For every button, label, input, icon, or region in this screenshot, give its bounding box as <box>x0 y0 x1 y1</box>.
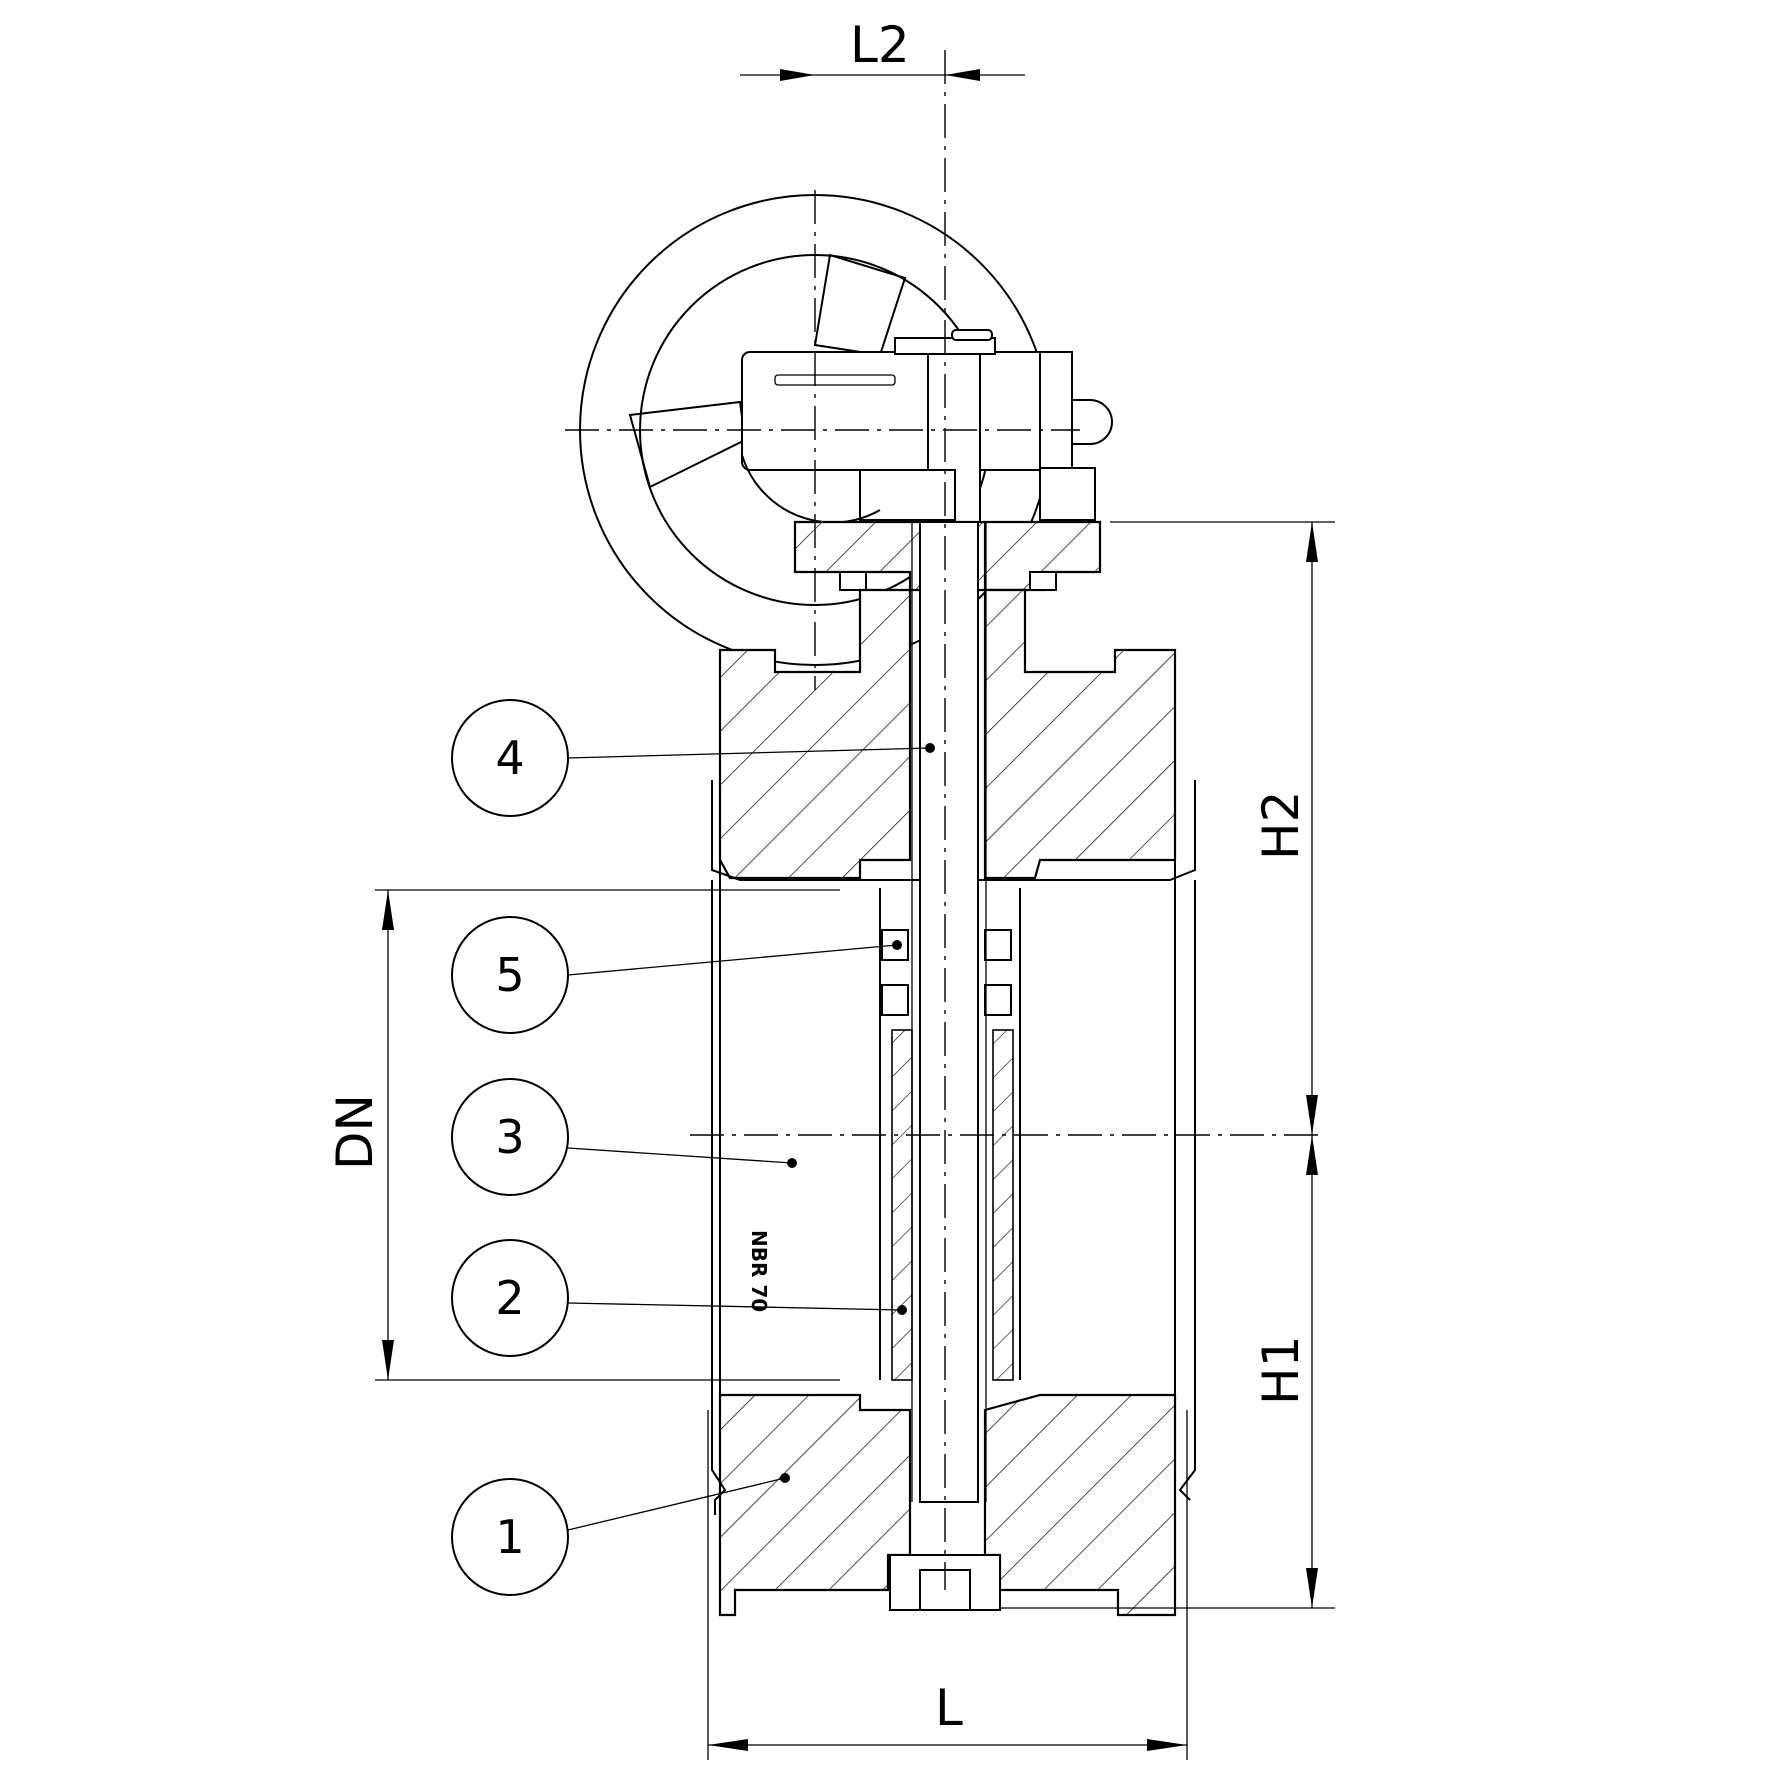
dimension-h1-label: H1 <box>1252 1336 1310 1405</box>
disc <box>879 888 1021 1381</box>
dimension-l2-label: L2 <box>850 16 910 74</box>
dimension-l: L <box>707 1410 1188 1760</box>
dimension-l2: L2 <box>740 16 1025 81</box>
balloon-3: 3 <box>451 1078 797 1196</box>
balloon-3-label: 3 <box>495 1110 524 1164</box>
balloon-1-label: 1 <box>495 1510 524 1564</box>
valve-body <box>718 588 1177 1617</box>
stem <box>911 521 987 1503</box>
balloon-5-label: 5 <box>495 948 524 1002</box>
balloon-2: 2 <box>451 1239 907 1357</box>
balloon-1: 1 <box>451 1473 790 1596</box>
balloon-2-label: 2 <box>495 1271 524 1325</box>
dimension-dn: DN <box>326 889 840 1381</box>
gearbox <box>741 329 1113 524</box>
dimension-l-label: L <box>935 1679 963 1737</box>
dimension-h2-label: H2 <box>1252 791 1310 860</box>
material-mark: NBR 70 <box>747 1230 771 1312</box>
balloon-5: 5 <box>451 916 902 1034</box>
balloon-4: 4 <box>451 699 935 817</box>
balloon-4-label: 4 <box>495 731 524 785</box>
dimension-h: H2 H1 <box>1000 521 1335 1609</box>
centre-lines <box>565 50 1320 1590</box>
dimension-dn-label: DN <box>326 1094 384 1170</box>
